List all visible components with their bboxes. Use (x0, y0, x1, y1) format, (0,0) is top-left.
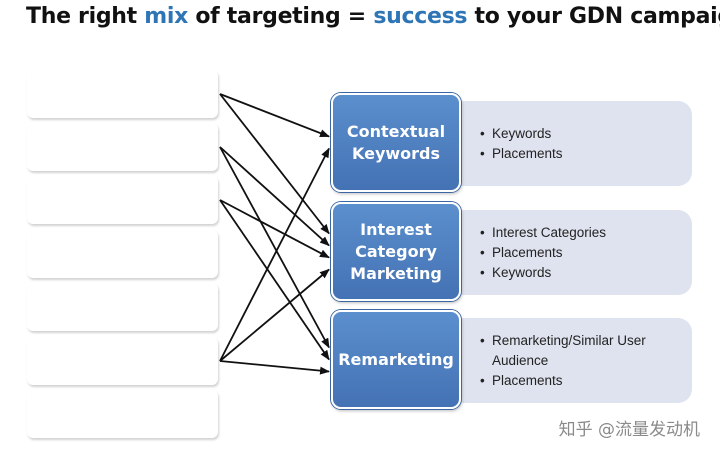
connector-arrow (219, 93, 330, 138)
title-highlight-success: success (373, 4, 468, 29)
title-text: to your GDN campaign. (474, 4, 720, 29)
connector-arrow (219, 146, 330, 349)
connector-arrow (219, 360, 330, 375)
bullet-item: •Placements (480, 372, 563, 388)
title-highlight-mix: mix (144, 4, 188, 29)
left-box-remarketing: Remarketing (27, 176, 218, 224)
bullet-item: •Interest Categories (480, 224, 607, 240)
left-box-label: Keywords (78, 84, 167, 104)
detail-panel-interest-category-marketing: •Interest Categories •Placements •Keywor… (430, 210, 692, 295)
bullet-item: •Keywords (480, 264, 552, 280)
left-box-label: Dynamic Remarketing (64, 234, 181, 274)
target-box-label: Interest Category Marketing (350, 219, 442, 283)
bullet-item: •Remarketing/Similar User Audience (480, 332, 646, 368)
connector-arrow (219, 268, 330, 362)
left-box-label: Topic Targeting (53, 297, 192, 317)
page-title: The right mix of targeting = success to … (26, 4, 720, 29)
left-box-interest-categories: Interest Categories (27, 123, 218, 171)
detail-panel-remarketing: •Remarketing/Similar User Audience •Plac… (430, 318, 692, 403)
left-box-label: Demographics (57, 404, 188, 424)
left-box-demographics: Demographics (27, 390, 218, 438)
bullet-item: •Placements (480, 145, 563, 161)
title-text: of targeting = (188, 4, 374, 29)
bullet-item: •Keywords (480, 125, 552, 141)
connector-arrow (219, 146, 330, 247)
title-text: The right (26, 4, 145, 29)
bullet-item: •Placements (480, 244, 563, 260)
left-box-dynamic-remarketing: Dynamic Remarketing (27, 230, 218, 278)
target-box-contextual-keywords: Contextual Keywords (331, 93, 461, 192)
connector-arrow (219, 147, 330, 362)
target-box-interest-category-marketing: Interest Category Marketing (331, 202, 461, 301)
detail-panel-contextual-keywords: •Keywords •Placements (430, 101, 692, 186)
connector-arrow (219, 199, 330, 361)
left-box-label: Placements (70, 351, 175, 371)
connector-arrow (219, 199, 330, 259)
left-box-topic-targeting: Topic Targeting (27, 283, 218, 331)
left-box-label: Remarketing (64, 190, 181, 210)
target-box-label: Remarketing (338, 349, 454, 369)
left-box-label: Interest Categories (35, 137, 210, 157)
left-box-keywords: Keywords (27, 70, 218, 118)
target-box-label: Contextual Keywords (346, 121, 446, 163)
left-box-placements: Placements (27, 337, 218, 385)
connector-arrow (219, 93, 330, 235)
watermark: 知乎 @流量发动机 (558, 420, 700, 440)
target-box-remarketing: Remarketing (331, 310, 461, 409)
